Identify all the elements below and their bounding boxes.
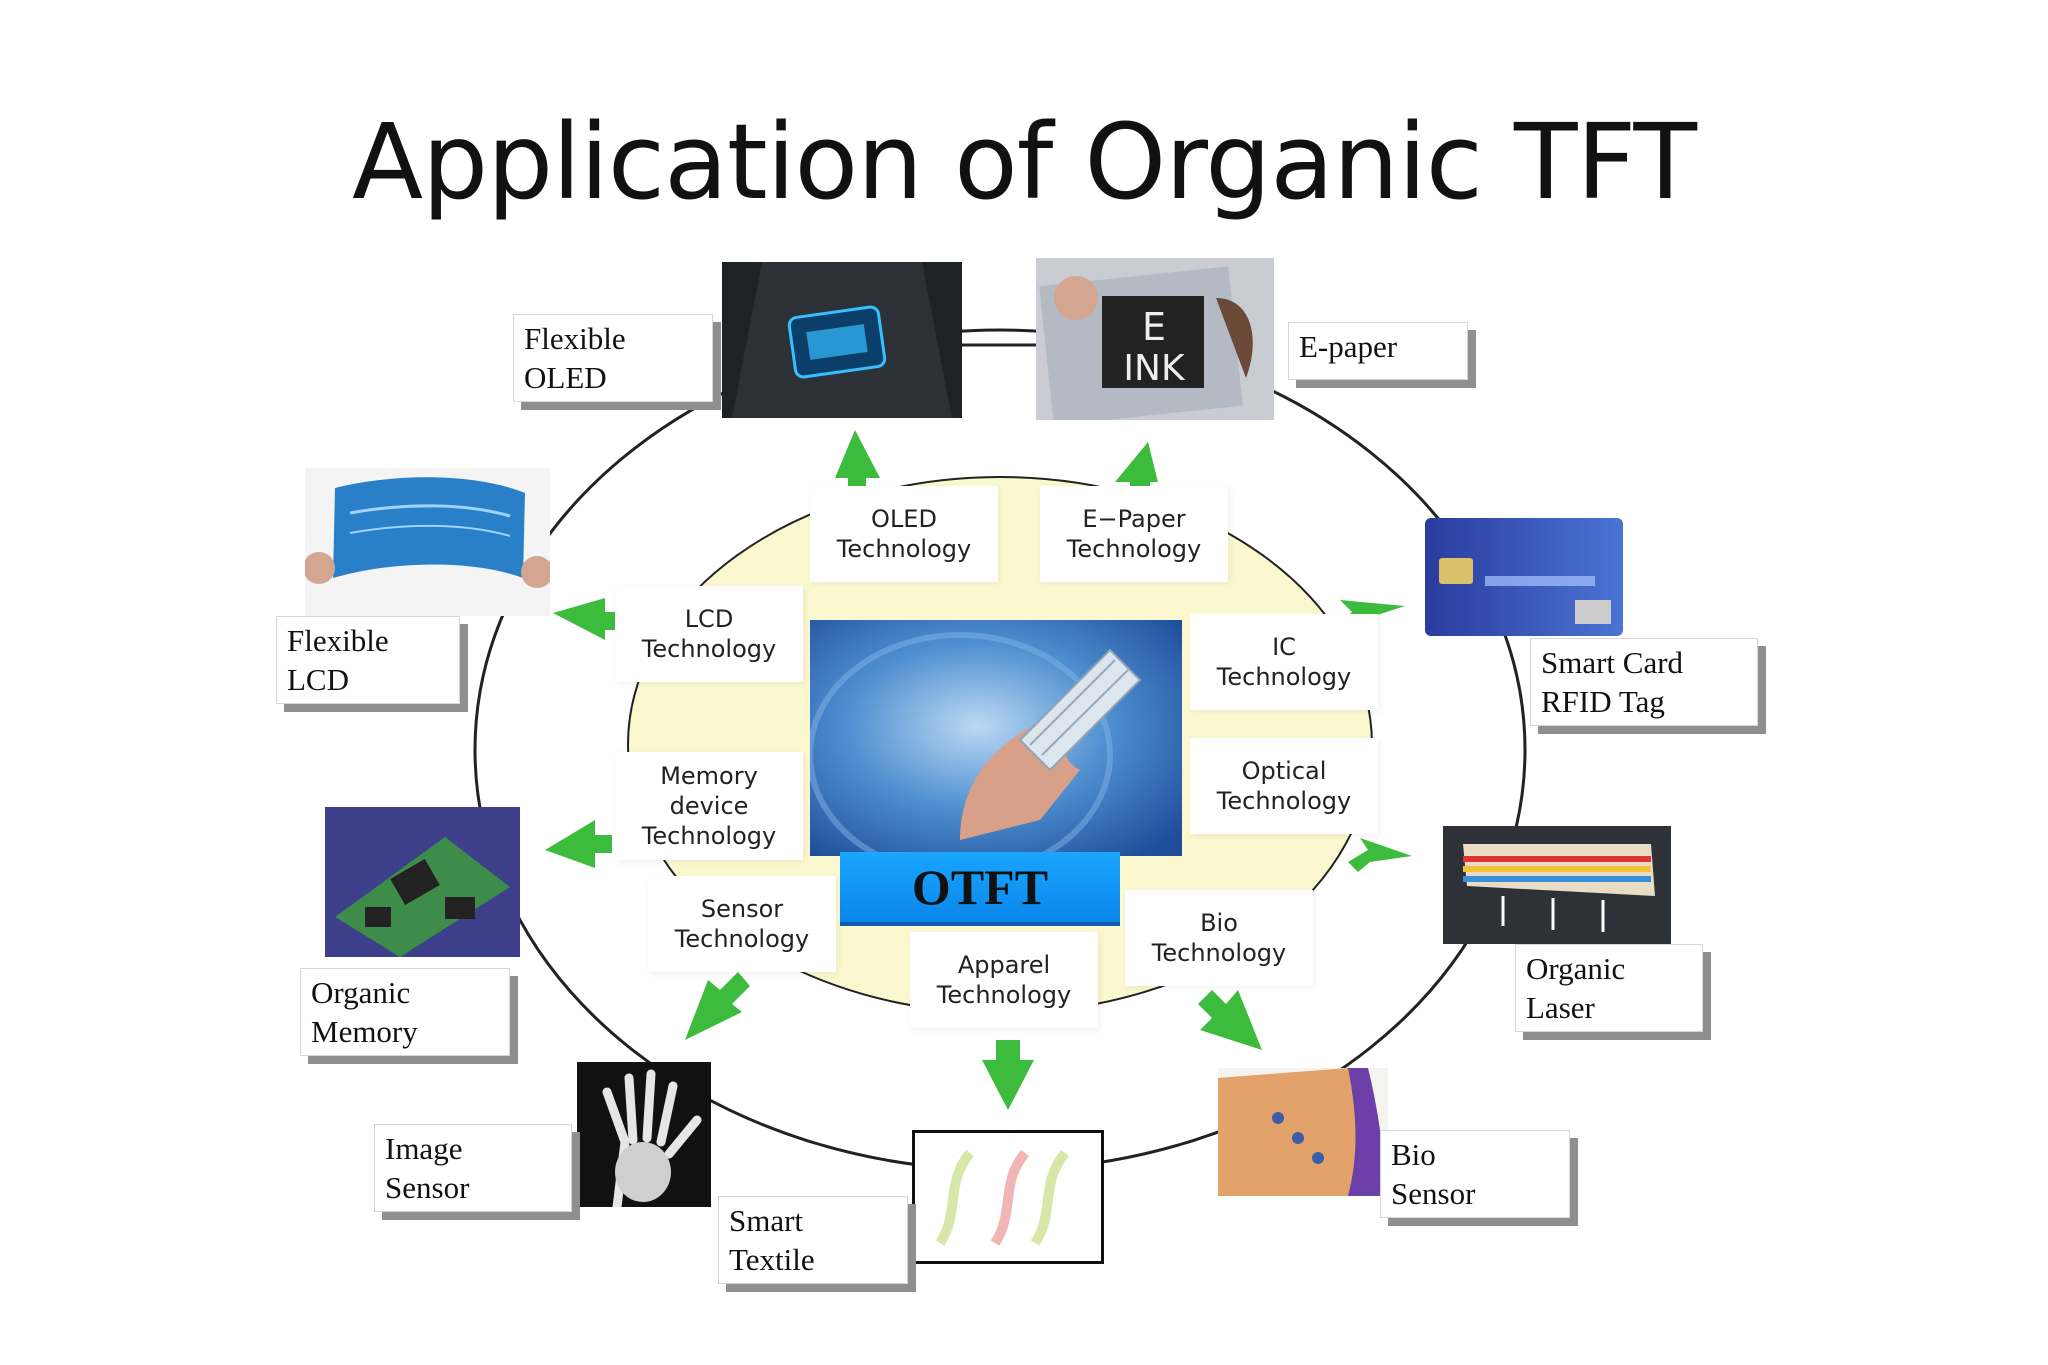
label-smart-textile: Smart Textile (718, 1196, 908, 1284)
label-line: E-paper (1299, 329, 1398, 364)
tech-label: IC (1272, 633, 1296, 661)
eink-top-text: E (1142, 305, 1166, 349)
tech-label: LCD (684, 605, 734, 633)
tech-label: OLED (871, 505, 937, 533)
tech-label: Technology (641, 635, 777, 663)
tech-label: Technology (836, 535, 972, 563)
eink-bottom-text: INK (1123, 348, 1186, 389)
label-line: Flexible (287, 623, 389, 658)
tech-label: Memory (660, 762, 758, 790)
bio-sensor-photo (1218, 1068, 1388, 1196)
green-arrow-icon (1115, 442, 1158, 490)
label-line: RFID Tag (1541, 684, 1665, 719)
smart-card-photo (1425, 518, 1623, 636)
flexible-oled-photo (722, 262, 962, 418)
tech-optical: Optical Technology (1190, 738, 1378, 834)
tech-sensor: Sensor Technology (648, 876, 836, 972)
label-line: Image (385, 1131, 463, 1166)
flexible-lcd-photo (305, 468, 550, 616)
tech-apparel: Apparel Technology (910, 932, 1098, 1028)
label-line: Sensor (385, 1170, 470, 1205)
green-arrow-icon (553, 598, 615, 640)
label-line: Smart (729, 1203, 804, 1238)
label-e-paper: E-paper (1288, 322, 1468, 380)
tech-bio: Bio Technology (1125, 890, 1313, 986)
label-line: Organic (1526, 951, 1626, 986)
label-line: LCD (287, 662, 349, 697)
label-line: Laser (1526, 990, 1595, 1025)
e-paper-photo: E INK (1036, 258, 1274, 420)
green-arrow-icon (982, 1040, 1034, 1110)
label-line: Flexible (524, 321, 626, 356)
tech-label: device (669, 792, 749, 820)
smart-textile-photo (912, 1130, 1104, 1264)
label-line: Organic (311, 975, 411, 1010)
tech-label: Technology (674, 925, 810, 953)
green-arrow-icon (1348, 838, 1412, 872)
label-line: Bio (1391, 1137, 1436, 1172)
label-image-sensor: Image Sensor (374, 1124, 572, 1212)
label-line: Smart Card (1541, 645, 1684, 680)
label-smart-card: Smart Card RFID Tag (1530, 638, 1758, 726)
label-organic-laser: Organic Laser (1515, 944, 1703, 1032)
tech-label: Sensor (700, 895, 784, 923)
label-flexible-lcd: Flexible LCD (276, 616, 460, 704)
image-sensor-photo (577, 1062, 711, 1207)
page-title: Application of Organic TFT (351, 101, 1697, 223)
label-line: Textile (729, 1242, 815, 1277)
hand-holding-circuit-icon (810, 620, 1182, 856)
tech-oled: OLED Technology (810, 486, 998, 582)
tech-lcd: LCD Technology (615, 586, 803, 682)
tech-label: Apparel (957, 951, 1051, 979)
organic-laser-photo (1443, 826, 1671, 944)
green-arrow-icon (545, 820, 612, 868)
tech-label: Technology (1216, 787, 1352, 815)
label-line: OLED (524, 360, 607, 395)
tech-label: Optical (1241, 757, 1327, 785)
label-line: Memory (311, 1014, 418, 1049)
label-organic-memory: Organic Memory (300, 968, 510, 1056)
tech-label: Technology (1216, 663, 1352, 691)
tech-label: Technology (1066, 535, 1202, 563)
green-arrow-icon (685, 972, 750, 1040)
tech-label: Technology (1151, 939, 1287, 967)
otft-badge: OTFT (840, 852, 1120, 926)
label-line: Sensor (1391, 1176, 1476, 1211)
tech-label: Bio (1200, 909, 1238, 937)
green-arrow-icon (1198, 990, 1262, 1050)
tech-epaper: E−Paper Technology (1040, 486, 1228, 582)
tech-memory: Memory device Technology (615, 752, 803, 860)
organic-memory-photo (325, 807, 520, 957)
center-photo (810, 620, 1182, 856)
label-bio-sensor: Bio Sensor (1380, 1130, 1570, 1218)
label-flexible-oled: Flexible OLED (513, 314, 713, 402)
tech-label: Technology (641, 822, 777, 850)
tech-label: E−Paper (1082, 505, 1186, 533)
green-arrow-icon (835, 430, 880, 486)
tech-label: Technology (936, 981, 1072, 1009)
tech-ic: IC Technology (1190, 614, 1378, 710)
